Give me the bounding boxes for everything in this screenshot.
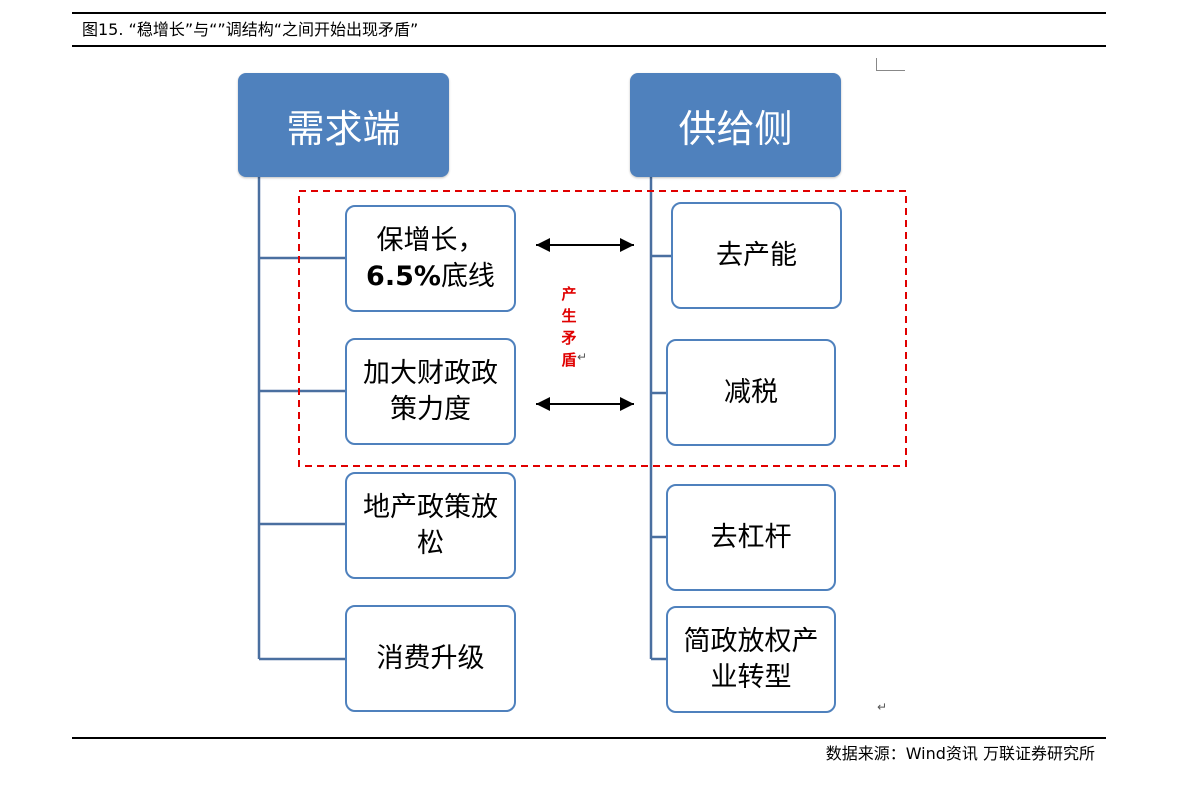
supply-header: 供给侧: [630, 73, 841, 177]
supply-item-3: 去杠杆: [666, 484, 836, 591]
demand-item-1: 保增长， 6.5%底线: [345, 205, 516, 312]
demand-item-2-line1: 加大财政政: [363, 357, 498, 389]
demand-item-2-line2: 策力度: [390, 393, 471, 425]
figure-title: 图15. “稳增长”与“”调结构“之间开始出现矛盾”: [82, 20, 419, 39]
demand-item-1-bold: 6.5%: [366, 260, 441, 292]
demand-item-1-rest: 底线: [440, 260, 495, 292]
bottom-rule: [72, 737, 1106, 739]
paragraph-mark-2: ↵: [877, 700, 888, 714]
demand-item-1-line1: 保增长，: [376, 224, 485, 256]
top-rule-thick: [72, 12, 1106, 14]
conflict-frame: [298, 190, 907, 467]
supply-item-2-line1: 减税: [724, 376, 778, 408]
demand-header: 需求端: [238, 73, 449, 177]
paragraph-mark-1: ↵: [577, 350, 588, 364]
crop-mark: [876, 58, 905, 71]
supply-item-2: 减税: [666, 339, 836, 446]
conflict-label: 产生矛盾: [561, 285, 577, 369]
supply-item-4-line1: 简政放权产: [683, 625, 819, 657]
supply-item-4: 简政放权产 业转型: [666, 606, 836, 713]
demand-item-1-line2: 6.5%底线: [366, 259, 495, 295]
demand-item-2: 加大财政政 策力度: [345, 338, 516, 445]
demand-item-3: 地产政策放 松: [345, 472, 516, 579]
title-underline: [72, 45, 1106, 47]
supply-item-1: 去产能: [671, 202, 842, 309]
figure-source: 数据来源：Wind资讯 万联证券研究所: [825, 744, 1095, 763]
demand-item-4: 消费升级: [345, 605, 516, 712]
demand-item-4-line1: 消费升级: [376, 642, 485, 674]
demand-item-3-line1: 地产政策放: [363, 491, 498, 523]
supply-item-4-line2: 业转型: [710, 661, 792, 693]
demand-item-3-line2: 松: [417, 527, 444, 559]
supply-item-1-line1: 去产能: [716, 239, 797, 271]
supply-item-3-line1: 去杠杆: [710, 521, 792, 553]
